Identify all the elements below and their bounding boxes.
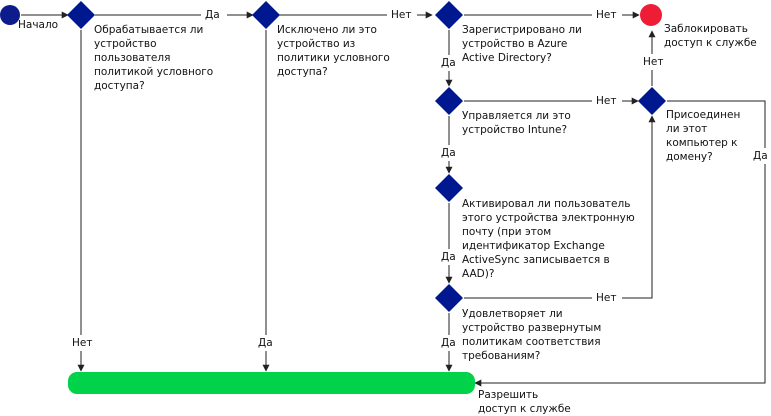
decision-diamond-6 [435, 284, 463, 312]
start-node [0, 5, 20, 25]
decision-7-text: Присоединен ли этот компьютер к домену? [666, 109, 741, 163]
edge-d7-allow [474, 100, 766, 387]
allow-bar [68, 372, 475, 394]
edge-label-d7-no: Нет [643, 56, 664, 68]
decision-6-text: Удовлетворяет ли устройство развернутым … [462, 308, 602, 362]
edge-d6-d7 [464, 115, 656, 299]
edge-label-d1-no: Нет [72, 337, 93, 349]
decision-diamond-3 [435, 1, 463, 29]
block-node [640, 4, 662, 26]
start-label: Начало [18, 19, 59, 31]
edge-label-d6-no: Нет [596, 292, 617, 304]
decision-5-text: Активировал ли пользователь этого устрой… [462, 198, 635, 280]
block-label: Заблокировать доступ к службе [664, 23, 757, 49]
decision-2-text: Исключено ли это устройство из политики … [277, 24, 390, 78]
edge-label-d2-yes: Да [258, 337, 273, 349]
edge-label-d4-yes: Да [441, 147, 456, 159]
decision-diamond-2 [252, 1, 280, 29]
edge-label-d3-yes: Да [441, 57, 456, 69]
allow-label: Разрешить доступ к службе [478, 389, 571, 415]
decision-diamond-4 [435, 87, 463, 115]
edge-label-d3-no: Нет [596, 9, 617, 21]
edge-label-d6-yes: Да [441, 337, 456, 349]
edge-label-d1-yes: Да [205, 9, 220, 21]
decision-1-text: Обрабатывается ли устройство пользовател… [94, 24, 214, 92]
edge-label-d5-yes: Да [441, 251, 456, 263]
decision-4-text: Управляется ли это устройство Intune? [462, 110, 571, 136]
decision-diamond-1 [67, 1, 95, 29]
decision-diamond-7 [638, 87, 666, 115]
decision-diamond-5 [435, 174, 463, 202]
edge-label-d2-no: Нет [391, 9, 412, 21]
decision-3-text: Зарегистрировано ли устройство в Azure A… [462, 24, 582, 64]
edge-label-d4-no: Нет [596, 95, 617, 107]
edge-label-d7-yes: Да [753, 150, 768, 162]
